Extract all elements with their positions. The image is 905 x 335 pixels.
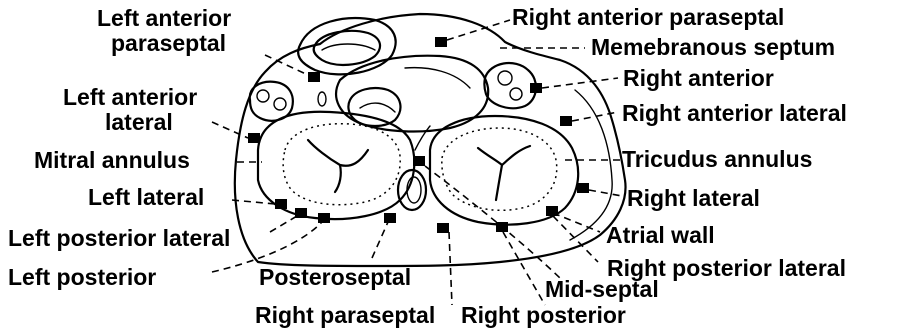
label-right-anterior-lateral: Right anterior lateral: [622, 100, 847, 126]
label-left-anterior-lateral-line2: lateral: [105, 109, 173, 135]
central-chamber-inner: [348, 88, 400, 126]
mitral-valve-leaflets: [308, 140, 368, 192]
small-vessel-left: [318, 92, 326, 106]
marker-left-posterior: [318, 213, 330, 223]
leader-posteroseptal: [372, 222, 388, 258]
interatrial-septum: [415, 126, 430, 150]
marker-right-anterior-lateral: [560, 116, 572, 126]
label-right-paraseptal: Right paraseptal: [255, 302, 435, 328]
heart-illustration: [235, 14, 626, 266]
aortic-valve-cusp: [322, 44, 375, 50]
tricuspid-valve-leaflets: [478, 146, 530, 200]
marker-right-anterior-paraseptal: [435, 37, 447, 47]
marker-right-lateral: [577, 183, 589, 193]
marker-left-lateral: [275, 199, 287, 209]
label-posteroseptal: Posteroseptal: [259, 264, 411, 290]
marker-posteroseptal: [384, 213, 396, 223]
label-right-lateral: Right lateral: [627, 185, 760, 211]
leader-right-paraseptal: [449, 232, 452, 305]
label-right-posterior-lateral: Right posterior lateral: [607, 255, 846, 281]
right-vessel-b: [510, 88, 522, 100]
label-right-anterior-paraseptal: Right anterior paraseptal: [512, 4, 784, 30]
label-atrial-wall: Atrial wall: [606, 222, 715, 248]
label-right-posterior: Right posterior: [461, 302, 626, 328]
leader-left-posterior-lateral: [270, 216, 297, 232]
label-membranous-septum: Memebranous septum: [591, 34, 835, 60]
mitral-annulus-ring: [283, 124, 400, 205]
marker-left-anterior-lateral: [248, 133, 260, 143]
label-left-posterior-lateral: Left posterior lateral: [8, 225, 230, 251]
label-left-anterior-paraseptal-line1: Left anterior: [97, 5, 231, 31]
right-vessel-a: [498, 71, 512, 85]
leader-right-posterior: [503, 232, 545, 305]
leader-mid-septal: [425, 166, 560, 278]
leader-left-lateral: [232, 200, 275, 204]
marker-right-paraseptal: [437, 223, 449, 233]
tricuspid-annulus-ring: [442, 128, 557, 210]
marker-mid-septal: [413, 156, 425, 166]
central-chamber-cusp: [360, 103, 395, 112]
labels: Left anterior paraseptal Left anterior l…: [8, 4, 847, 328]
label-left-lateral: Left lateral: [88, 184, 204, 210]
label-right-anterior: Right anterior: [623, 65, 774, 91]
label-left-anterior-lateral-line1: Left anterior: [63, 84, 197, 110]
leader-right-lateral: [589, 190, 622, 196]
left-vessel-cluster: [250, 82, 293, 121]
heart-outer-inner-line: [570, 90, 612, 240]
right-vessel-cluster: [484, 63, 536, 108]
leader-left-anterior-lateral: [212, 122, 248, 138]
label-left-posterior: Left posterior: [8, 264, 156, 290]
location-markers: [248, 37, 589, 233]
left-vessel-a: [257, 90, 269, 102]
central-chamber-line: [405, 68, 470, 88]
left-vessel-b: [274, 98, 286, 110]
marker-left-anterior-paraseptal: [308, 72, 320, 82]
leader-atrial-wall: [553, 213, 600, 232]
leader-right-anterior: [542, 78, 618, 88]
label-left-anterior-paraseptal-line2: paraseptal: [111, 30, 226, 56]
marker-right-anterior: [530, 83, 542, 93]
label-tricuspid-annulus: Tricudus annulus: [622, 146, 812, 172]
coronary-sinus-inner: [407, 177, 421, 203]
label-mitral-annulus: Mitral annulus: [34, 147, 190, 173]
